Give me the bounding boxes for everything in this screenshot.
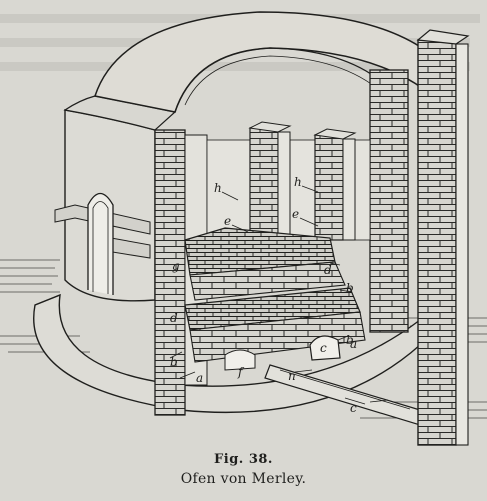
inner-pillar-right xyxy=(313,128,357,241)
left-brick-wall xyxy=(154,129,186,416)
label-h-center: h xyxy=(294,175,302,189)
arched-window xyxy=(87,192,114,295)
label-b-left: b xyxy=(170,355,178,369)
label-d-right: d xyxy=(324,263,332,277)
label-leaders xyxy=(169,185,389,405)
furnace-illustration: h h e e g d b d b a c a n f b c xyxy=(0,11,487,446)
chimney xyxy=(416,29,470,446)
label-f: f xyxy=(237,365,245,379)
label-h-left: h xyxy=(214,181,222,195)
label-a-left: a xyxy=(196,371,203,385)
figure-number: Fig. 38. xyxy=(214,452,273,467)
label-d-left: d xyxy=(170,311,178,325)
firebox-openings xyxy=(224,335,341,371)
label-c-lower: c xyxy=(350,401,357,415)
label-n: n xyxy=(288,369,296,383)
upper-furnace-bed xyxy=(184,227,346,301)
figure-caption: Fig. 38. Ofen von Merley. xyxy=(0,452,487,487)
label-g: g xyxy=(172,259,180,273)
label-e-left: e xyxy=(224,214,231,228)
label-c-center: c xyxy=(320,341,327,355)
label-a-right: a xyxy=(350,337,357,351)
bleed-through-line xyxy=(0,62,470,71)
lower-furnace-bed xyxy=(184,287,366,363)
label-e-center: e xyxy=(292,207,299,221)
label-b-bottom: b xyxy=(346,333,354,347)
inner-pillar-left xyxy=(248,121,292,239)
figure-title: Ofen von Merley. xyxy=(180,471,307,487)
diagram-labels: h h e e g d b d b a c a n f b c xyxy=(170,175,357,415)
right-brick-wall xyxy=(369,69,409,333)
label-b-right: b xyxy=(346,281,354,295)
